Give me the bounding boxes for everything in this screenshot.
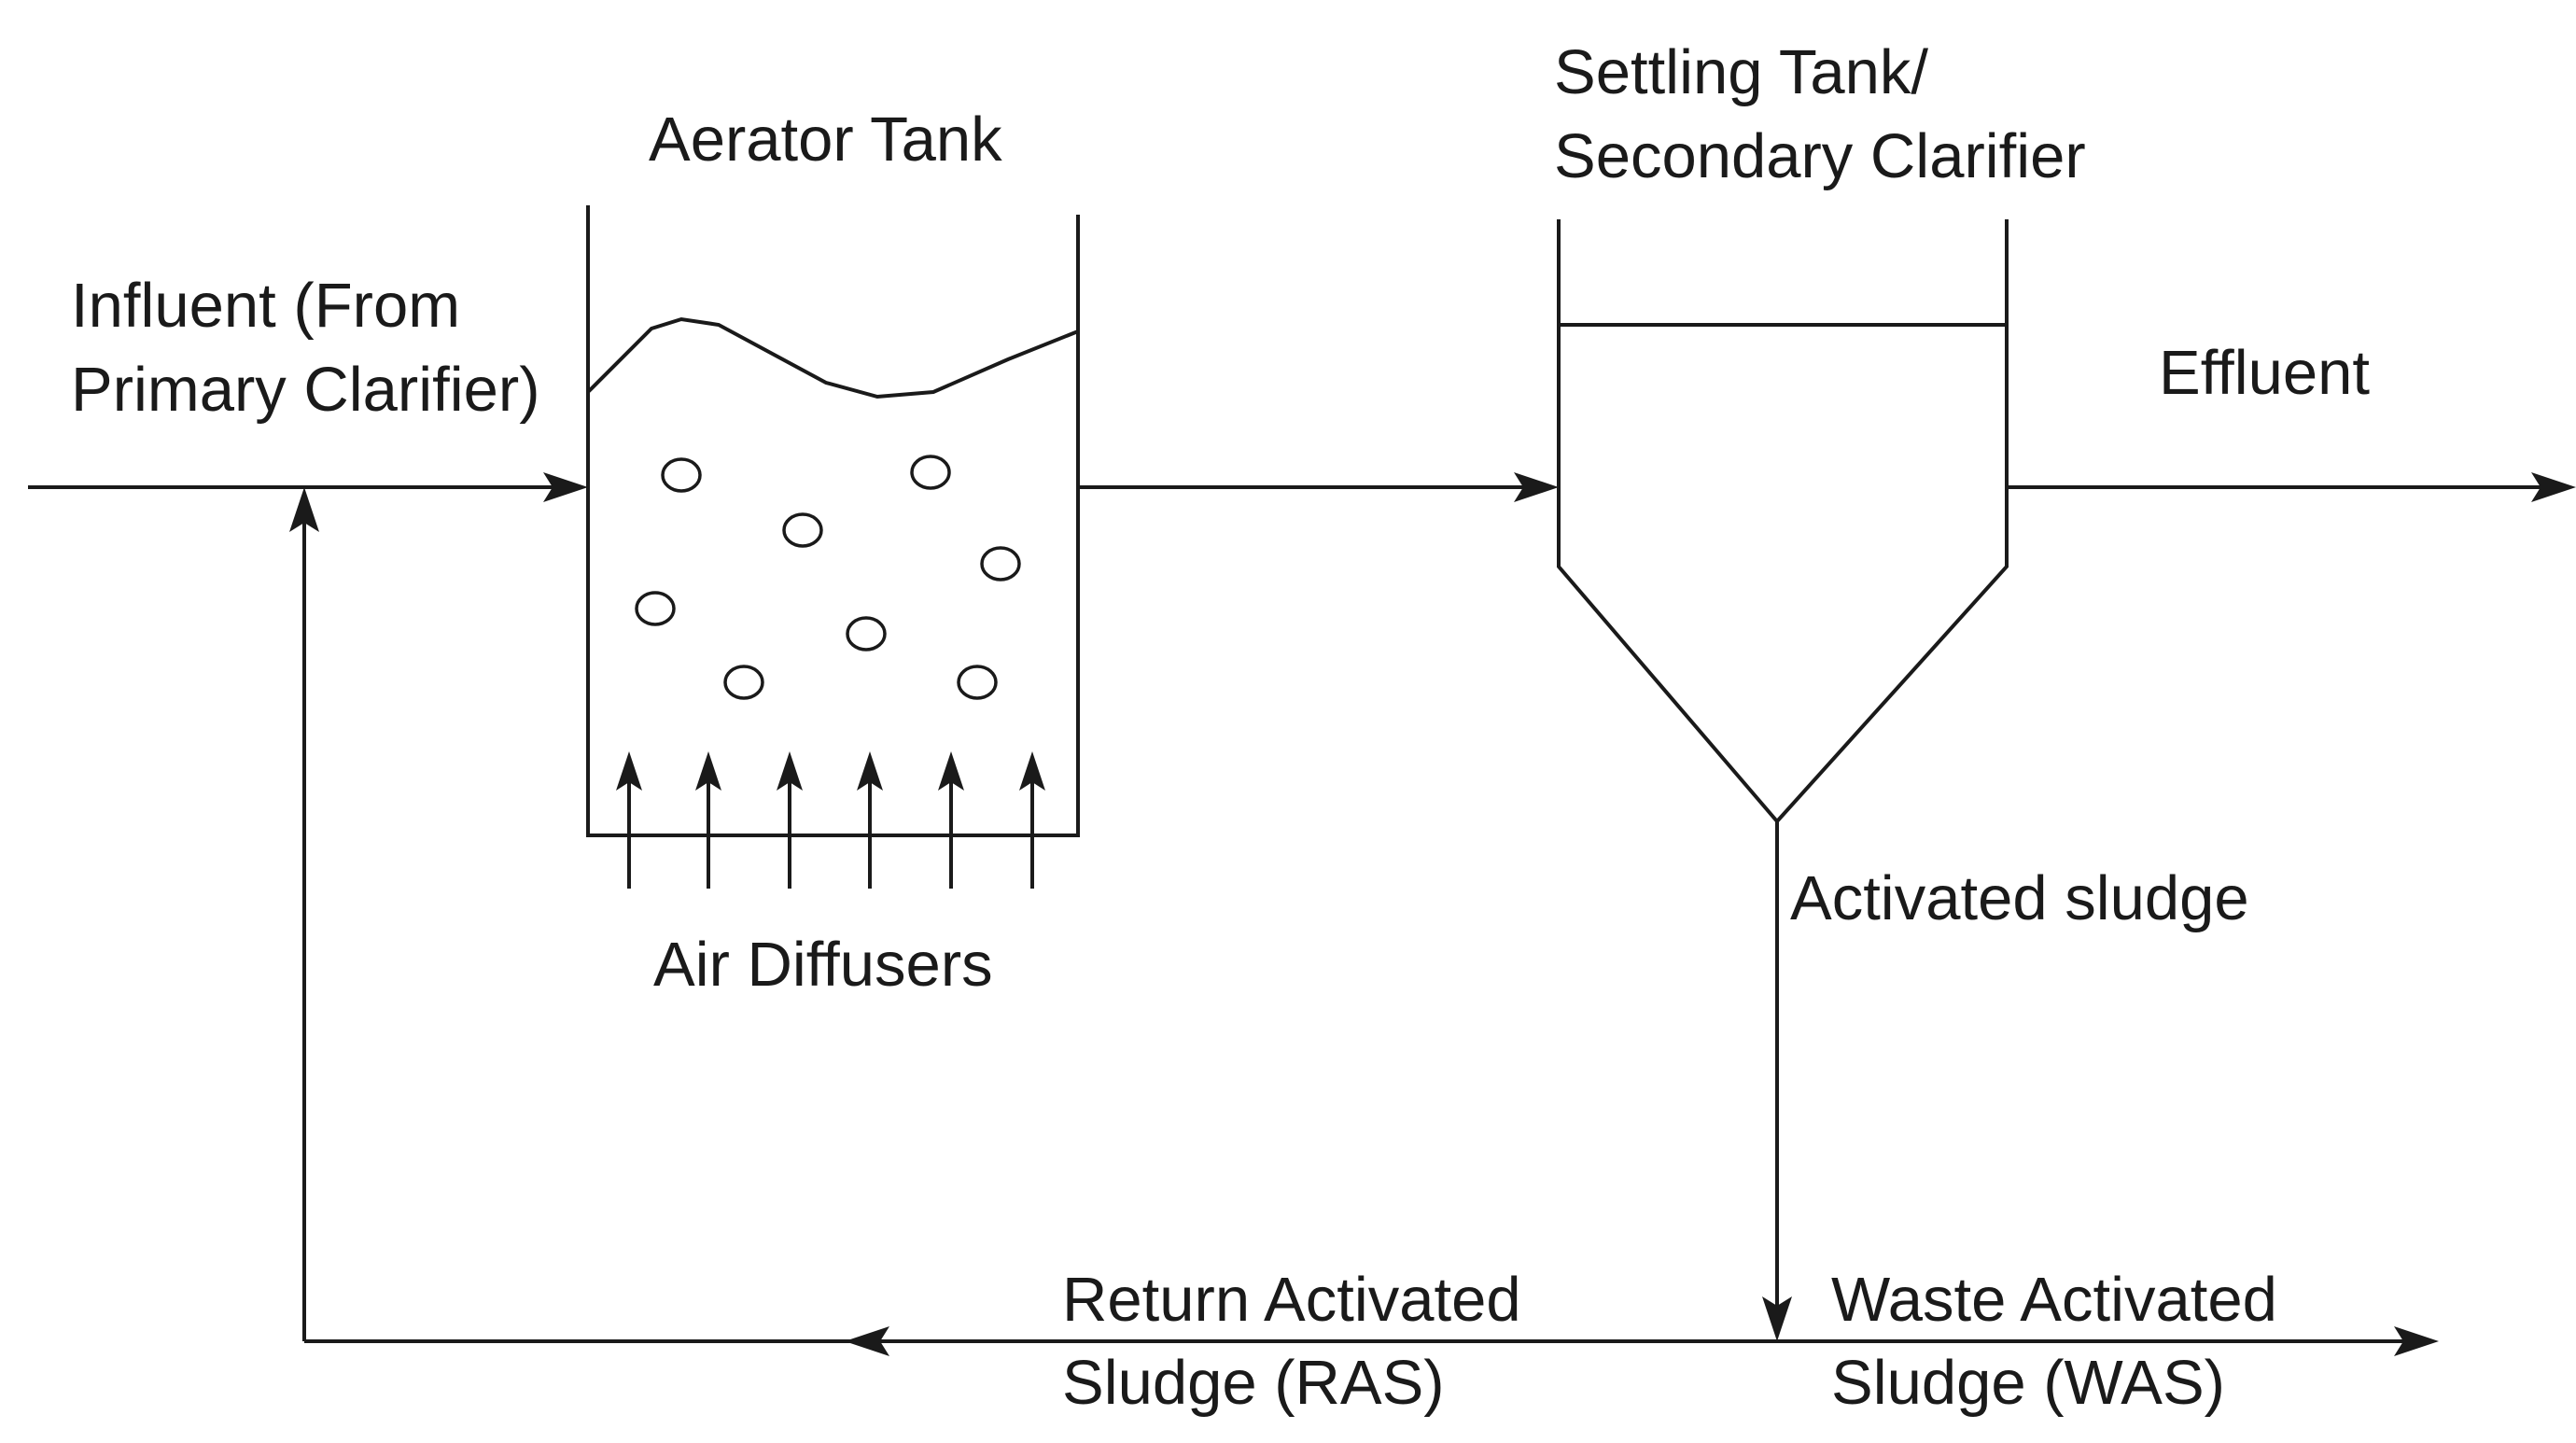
activated-sludge-label: Activated sludge [1790, 863, 2249, 933]
effluent-label: Effluent [2159, 338, 2370, 408]
air-bubbles [635, 455, 1021, 700]
air-diffuser-arrow [777, 751, 803, 889]
air-diffuser-arrow [695, 751, 721, 889]
air-bubble [910, 455, 951, 490]
settling-tank-walls [1557, 219, 2009, 825]
air-bubble [846, 616, 887, 651]
air-diffuser-arrow [616, 751, 642, 889]
influent-label-line1: Influent (From [71, 271, 460, 341]
air-bubble [661, 457, 702, 493]
waste-sludge-flow-arrow [1777, 1326, 2439, 1356]
air-bubble [782, 512, 823, 548]
settling-tank-label-line2: Secondary Clarifier [1554, 121, 2086, 191]
was-label-line1: Waste Activated [1831, 1265, 2277, 1335]
activated-sludge-drop-arrow [1762, 821, 1792, 1341]
influent-flow-arrow [28, 472, 588, 502]
air-diffuser-arrows [616, 751, 1045, 889]
aerator-tank-label: Aerator Tank [649, 105, 1002, 175]
air-bubble [957, 665, 998, 700]
air-diffuser-arrow [938, 751, 964, 889]
air-bubble [635, 591, 676, 626]
ras-label-line1: Return Activated [1062, 1265, 1521, 1335]
air-diffuser-arrow [857, 751, 883, 889]
aerator-tank-walls [586, 205, 1080, 837]
aerator-to-settler-flow-arrow [1078, 472, 1559, 502]
influent-label-line2: Primary Clarifier) [71, 355, 540, 425]
settling-tank [1557, 219, 2009, 825]
air-bubble [980, 546, 1021, 581]
settling-tank-label-line1: Settling Tank/ [1554, 37, 1928, 107]
air-diffusers-label: Air Diffusers [653, 930, 993, 1000]
was-label-line2: Sludge (WAS) [1831, 1348, 2225, 1418]
air-diffuser-arrow [1019, 751, 1045, 889]
ras-return-arrowhead [289, 487, 319, 532]
aerator-tank [586, 205, 1080, 889]
effluent-flow-arrow [2007, 472, 2576, 502]
ras-label-line2: Sludge (RAS) [1062, 1348, 1445, 1418]
return-sludge-line [289, 487, 1777, 1356]
ras-direction-arrowhead [845, 1326, 889, 1356]
aerator-water-surface [586, 316, 1079, 399]
air-bubble [723, 665, 764, 700]
